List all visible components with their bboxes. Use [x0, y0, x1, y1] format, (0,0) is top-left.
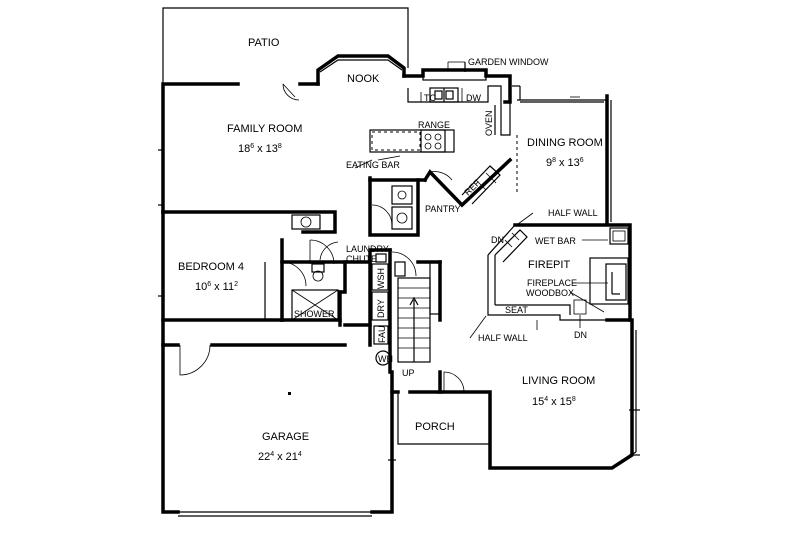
- stair-up-label: UP: [402, 368, 415, 378]
- washer-label: WSH: [376, 268, 386, 289]
- furnace: [373, 325, 389, 345]
- range-label: RANGE: [418, 120, 450, 130]
- refrigerator-label: REF: [462, 177, 482, 197]
- shower-stall: [291, 289, 339, 321]
- leader-lines: [354, 61, 608, 339]
- dryer: [371, 291, 389, 321]
- range-icon: [420, 129, 446, 153]
- bedroom-4-label: BEDROOM 4: [178, 261, 244, 273]
- laundry-stair-area: [319, 241, 442, 374]
- trash-compactor-label: TC: [424, 93, 436, 103]
- woodbox-label: WOODBOX: [526, 288, 574, 298]
- water-heater: [375, 350, 391, 366]
- garage-walls: [161, 318, 400, 517]
- garage-label: GARAGE: [262, 431, 309, 443]
- pantry-label: PANTRY: [425, 204, 461, 214]
- fireplace-label: FIREPLACE: [527, 278, 577, 288]
- firepit-label: FIREPIT: [528, 259, 570, 271]
- wet-bar-sink: [609, 227, 629, 245]
- pantry-area: [368, 157, 513, 237]
- living-room-label: LIVING ROOM: [522, 375, 595, 387]
- wet-bar-label: WET BAR: [535, 236, 576, 246]
- water-heater-label: WH: [378, 354, 393, 364]
- garage-door-swing: [179, 344, 211, 376]
- chute-label: CHUTE: [346, 254, 377, 264]
- nook-label: NOOK: [347, 73, 380, 85]
- shower-label: SHOWER: [294, 309, 335, 319]
- family-room-walls: [158, 54, 406, 214]
- half-wall-bottom-label: HALF WALL: [478, 333, 528, 343]
- seat-label: SEAT: [505, 305, 528, 315]
- porch-area: [397, 392, 490, 445]
- washer: [371, 263, 389, 291]
- patio-label: PATIO: [248, 37, 280, 49]
- dining-room-walls: [516, 94, 612, 224]
- laundry-label: LAUNDRY: [346, 244, 389, 254]
- garden-window-label: GARDEN WINDOW: [468, 57, 549, 67]
- family-room-label: FAMILY ROOM: [227, 123, 302, 135]
- patio-door-swing: [282, 83, 300, 101]
- firepit-area: [487, 223, 632, 328]
- half-wall-top-label: HALF WALL: [548, 208, 598, 218]
- kitchen-counter: [402, 62, 521, 136]
- dryer-label: DRY: [376, 299, 386, 318]
- dishwasher-label: DW: [466, 93, 481, 103]
- kitchen-island: [369, 129, 455, 161]
- fireplace: [589, 257, 629, 305]
- dining-room-label: DINING ROOM: [527, 137, 603, 149]
- living-room-walls: [408, 318, 640, 470]
- porch-label: PORCH: [415, 421, 455, 433]
- stair-down-left-label: DN: [491, 235, 504, 245]
- bath-area: [280, 239, 347, 327]
- patio-area: [162, 7, 409, 84]
- eating-bar-label: EATING BAR: [346, 160, 400, 170]
- furnace-label: FAU: [377, 325, 387, 343]
- oven-label: OVEN: [484, 110, 494, 136]
- stair-down-right-label: DN: [574, 330, 587, 340]
